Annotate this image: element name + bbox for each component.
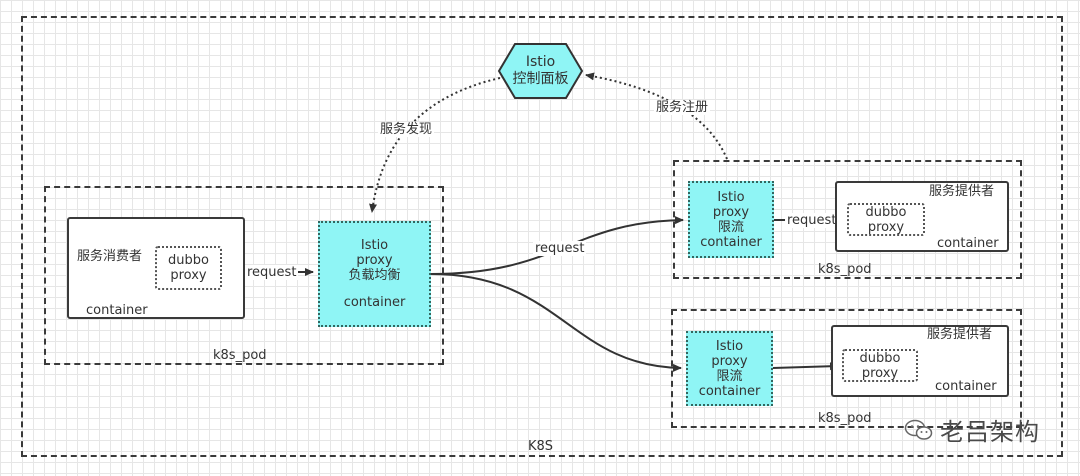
control-plane-line1: Istio [525,54,556,70]
wechat-icon [904,419,933,440]
provider-2-sidecar: Istio proxy 限流 container [686,331,773,406]
provider-1-sidecar-line3: 限流 [717,219,744,235]
consumer-dubbo-line2: proxy [170,268,207,283]
watermark: 老吕架构 [904,412,1040,447]
consumer-pod [44,186,444,365]
provider-1-dubbo-proxy: dubbo proxy [847,203,925,236]
watermark-text: 老吕架构 [940,418,1040,446]
provider-1-sidecar-line1: Istio [717,189,745,205]
provider-2-sidecar-line1: Istio [715,338,744,354]
control-plane-line2: 控制面板 [512,71,569,87]
provider-2-sidecar-line4: container [698,383,761,399]
consumer-dubbo-line1: dubbo [168,253,209,268]
provider-pod-1-label: k8s_pod [818,262,872,277]
provider-1-dubbo-line1: dubbo [865,204,907,220]
provider-1-container-label: container [937,236,999,251]
provider-1-app-title: 服务提供者 [929,184,995,199]
provider-2-dubbo-proxy: dubbo proxy [842,349,918,382]
provider-2-container-label: container [935,379,997,394]
consumer-sidecar-line3: 负载均衡 [348,268,401,283]
provider-2-dubbo-line1: dubbo [859,350,901,366]
registration-label: 服务注册 [654,100,711,115]
registration-edge [585,72,728,160]
provider-pod-1 [673,160,1022,279]
consumer-app-title: 服务消费者 [77,249,143,264]
control-plane-label: Istio 控制面板 [499,44,582,98]
provider-1-sidecar-line2: proxy [712,204,750,220]
provider-pod-2 [671,309,1022,428]
provider-2-dubbo-line2: proxy [861,365,899,381]
provider-1-sidecar-line4: container [700,234,762,250]
provider-pod-2-label: k8s_pod [818,411,872,426]
istio-hexagon [497,43,584,99]
request-edge-provider2 [430,273,682,372]
request-edge-p2-internal [772,362,839,371]
provider-2-sidecar-line2: proxy [711,353,748,369]
discovery-label: 服务发现 [378,122,435,137]
k8s-cluster [21,16,1063,457]
provider-2-app-title: 服务提供者 [927,327,993,342]
provider-1-request-label: request [785,213,839,228]
consumer-sidecar-line1: Istio [360,238,389,253]
provider-1-dubbo-line2: proxy [867,219,905,235]
provider-2-sidecar-line3: 限流 [716,368,743,384]
consumer-pod-label: k8s_pod [213,348,267,363]
consumer-sidecar: Istio proxy 负载均衡 container [318,221,431,327]
cluster-label: K8S [528,439,554,454]
consumer-container-label: container [86,303,148,318]
provider-1-sidecar: Istio proxy 限流 container [688,181,774,258]
consumer-request-label: request [245,265,299,280]
consumer-sidecar-line2: proxy [356,253,393,268]
consumer-dubbo-proxy: dubbo proxy [155,246,222,290]
main-request-label: request [533,241,587,256]
consumer-sidecar-line4: container [343,295,406,310]
